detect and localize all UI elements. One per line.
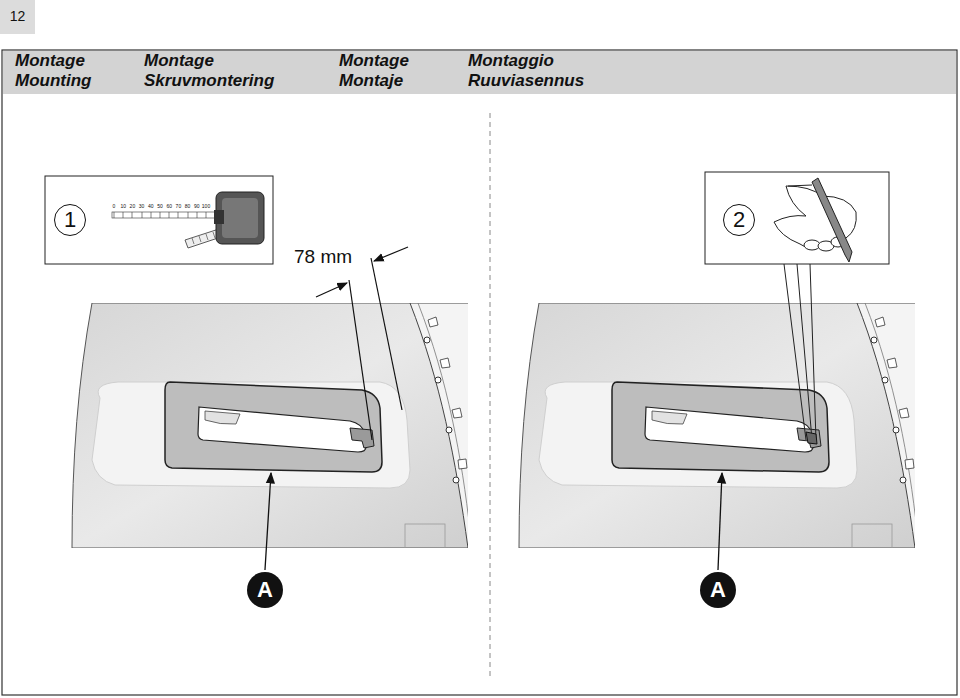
inset-box — [705, 172, 889, 264]
header-text: Mounting — [15, 72, 91, 91]
pencil-mark — [806, 432, 817, 444]
scale-number: 100 — [202, 204, 210, 209]
label-text: 2 — [733, 208, 745, 232]
page-frame — [2, 50, 957, 695]
scale-number: 90 — [194, 204, 200, 209]
label-text: 12 — [10, 9, 26, 24]
scale-number: 60 — [166, 204, 172, 209]
tape-measure — [112, 192, 264, 248]
hand-with-pencil — [774, 178, 856, 262]
header-text: Montage — [339, 52, 409, 71]
scale-number: 0 — [113, 204, 116, 209]
callout-number: 2 — [723, 204, 755, 236]
label-text: A — [257, 578, 273, 602]
header-text: Ruuviasennus — [468, 72, 584, 91]
dimension-lines — [316, 247, 408, 440]
door-panel-left — [72, 303, 470, 550]
door-panel-right — [519, 303, 917, 550]
part-callout: A — [700, 572, 736, 608]
label-text: 1 — [64, 208, 76, 232]
header-text: Montaje — [339, 72, 403, 91]
divider — [490, 113, 491, 676]
callout-arrows — [265, 473, 722, 570]
scale-number: 30 — [139, 204, 145, 209]
header-text: Montage — [144, 52, 214, 71]
header-band: Montage Montage Montage MontaggioMounting Sk… — [3, 51, 956, 94]
header-text: Montage — [15, 52, 85, 71]
inset-box — [45, 176, 273, 264]
header-text: Montaggio — [468, 52, 554, 71]
scale-number: 20 — [130, 204, 136, 209]
scale-number: 50 — [157, 204, 163, 209]
label-text: A — [710, 578, 726, 602]
scale-number: 40 — [148, 204, 154, 209]
leader-lines — [784, 264, 816, 440]
scale-number: 70 — [176, 204, 182, 209]
scale-number: 10 — [120, 204, 126, 209]
header-text: Skruvmontering — [144, 72, 274, 91]
page-number: 12 — [0, 0, 35, 34]
dimension: 78 mm — [294, 247, 352, 266]
callout-number: 1 — [54, 204, 86, 236]
part-callout: A — [247, 572, 283, 608]
scale-number: 80 — [185, 204, 191, 209]
